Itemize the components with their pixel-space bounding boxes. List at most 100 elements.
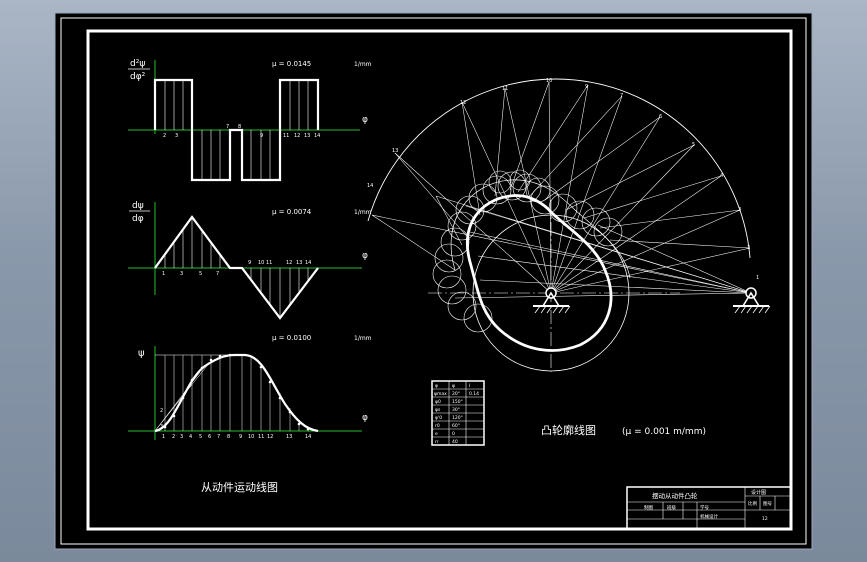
title-cell-e: 图号 [763,501,772,507]
vel-unit: 1/mm [354,209,372,216]
svg-text:2: 2 [163,133,166,139]
table-r1c0: ψmax [434,392,447,397]
acc-curve [153,78,320,182]
svg-text:7: 7 [620,93,623,99]
svg-text:5: 5 [692,142,695,148]
svg-text:12: 12 [460,100,466,106]
svg-text:1: 1 [162,271,165,277]
svg-text:7: 7 [226,124,229,130]
table-r2c1: 150° [452,399,463,405]
svg-text:11: 11 [266,260,272,266]
table-r1c2: 0.14 [469,391,479,397]
table-r1c1: 20° [452,391,460,397]
svg-text:13: 13 [286,434,292,440]
acc-hatch [164,80,309,180]
svg-text:8: 8 [227,434,230,440]
table-r6c0: e [435,432,438,437]
svg-text:14: 14 [314,133,320,139]
title-cell-b: 班级 [667,504,676,511]
svg-text:12: 12 [294,133,300,139]
title-cell-c: 学号 [700,504,709,511]
vel-x-label: φ [362,251,368,261]
svg-text:9: 9 [239,434,242,440]
svg-text:9: 9 [585,84,588,90]
svg-text:12: 12 [267,434,273,440]
vel-curve [154,215,319,320]
svg-text:2: 2 [747,245,750,251]
svg-text:14: 14 [367,183,373,189]
svg-text:3: 3 [160,424,163,430]
disp-points [163,353,310,431]
follower-swing-arc [367,78,751,259]
disp-ylabel: ψ [138,348,145,359]
svg-text:10: 10 [258,260,264,266]
vel-ylabel-num: dψ [132,201,144,211]
svg-text:11: 11 [258,434,264,440]
vel-ticks: 1 3 5 7 9 10 11 12 13 14 [162,260,311,277]
title-sheet: 12 [762,516,768,522]
parameter-table: φ ψ l ψmax 20° 0.14 φ0 150° φs 30° φ'0 1… [431,380,485,446]
svg-text:4: 4 [720,173,723,179]
sheet-background [54,12,813,550]
svg-text:10: 10 [546,78,552,84]
title-block: 摆动从动件凸轮 设计图 制图 班级 学号 比例 图号 机械设计 12 [626,486,792,530]
acc-ticks: 2 3 7 8 9 11 12 13 14 [163,124,320,139]
cam-pivot-symbol [533,287,571,314]
svg-text:4: 4 [189,434,192,440]
table-r5c0: r0 [435,423,440,429]
svg-text:11: 11 [283,133,289,139]
svg-text:7: 7 [216,271,219,277]
svg-text:8: 8 [238,124,241,130]
disp-ticks: 1 2 3 4 5 6 7 8 9 10 11 12 13 14 2 3 [160,408,311,440]
svg-text:3: 3 [180,434,183,440]
svg-text:7: 7 [217,434,220,440]
acc-ylabel-den: dφ² [130,72,146,82]
table-r0c1: ψ [452,384,455,389]
disp-x-label: φ [362,413,368,423]
velocity-diagram: dψ dφ μ = 0.0074 1/mm φ 1 3 5 7 [128,201,372,320]
svg-text:9: 9 [260,133,263,139]
svg-text:10: 10 [248,434,254,440]
outer-frame [60,17,807,545]
displacement-diagram: ψ μ = 0.0100 1/mm φ [128,334,372,440]
title-school: 机械设计 [700,513,718,520]
acc-scale: μ = 0.0145 [272,60,311,68]
title-cell-a: 制图 [644,504,653,511]
table-r4c1: 120° [452,415,463,421]
profile-caption: 凸轮廓线图 [541,423,596,437]
disp-unit: 1/mm [354,335,372,342]
inner-frame [86,29,793,531]
vel-ylabel-den: dφ [132,214,144,224]
table-r5c1: 60° [452,423,460,429]
table-r7c0: rr [435,439,439,445]
svg-text:5: 5 [199,434,202,440]
table-r2c0: φ0 [435,399,441,405]
vel-hatch [164,217,309,318]
table-r0c0: φ [435,384,438,389]
title-code: 设计图 [751,489,766,496]
title-cell-d: 比例 [748,500,757,507]
cam-profile-drawing: 14 13 12 11 10 9 7 6 5 4 3 2 1 [367,78,771,437]
profile-scale: (μ = 0.001 m/mm) [622,427,706,437]
svg-text:13: 13 [392,148,398,154]
follower-caption: 从动件运动线图 [201,480,278,494]
acc-unit: 1/mm [354,61,372,68]
table-r0c2: l [469,383,470,389]
roller-circles [432,169,623,333]
svg-text:14: 14 [305,434,311,440]
table-r3c0: φs [435,408,441,413]
disp-scale: μ = 0.0100 [272,334,311,342]
title-name: 摆动从动件凸轮 [652,491,698,500]
table-r7c1: 40 [452,439,458,445]
svg-text:11: 11 [502,86,508,92]
table-r4c0: φ'0 [435,415,442,421]
acc-x-label: φ [362,115,368,125]
svg-text:5: 5 [199,271,202,277]
svg-text:2: 2 [160,408,163,414]
svg-text:6: 6 [208,434,211,440]
svg-text:3: 3 [738,207,741,213]
follower-motion-diagrams: d²ψ dφ² μ = 0.0145 1/mm φ 2 3 7 8 [128,59,372,494]
vel-scale: μ = 0.0074 [272,208,312,216]
svg-text:9: 9 [248,260,251,266]
